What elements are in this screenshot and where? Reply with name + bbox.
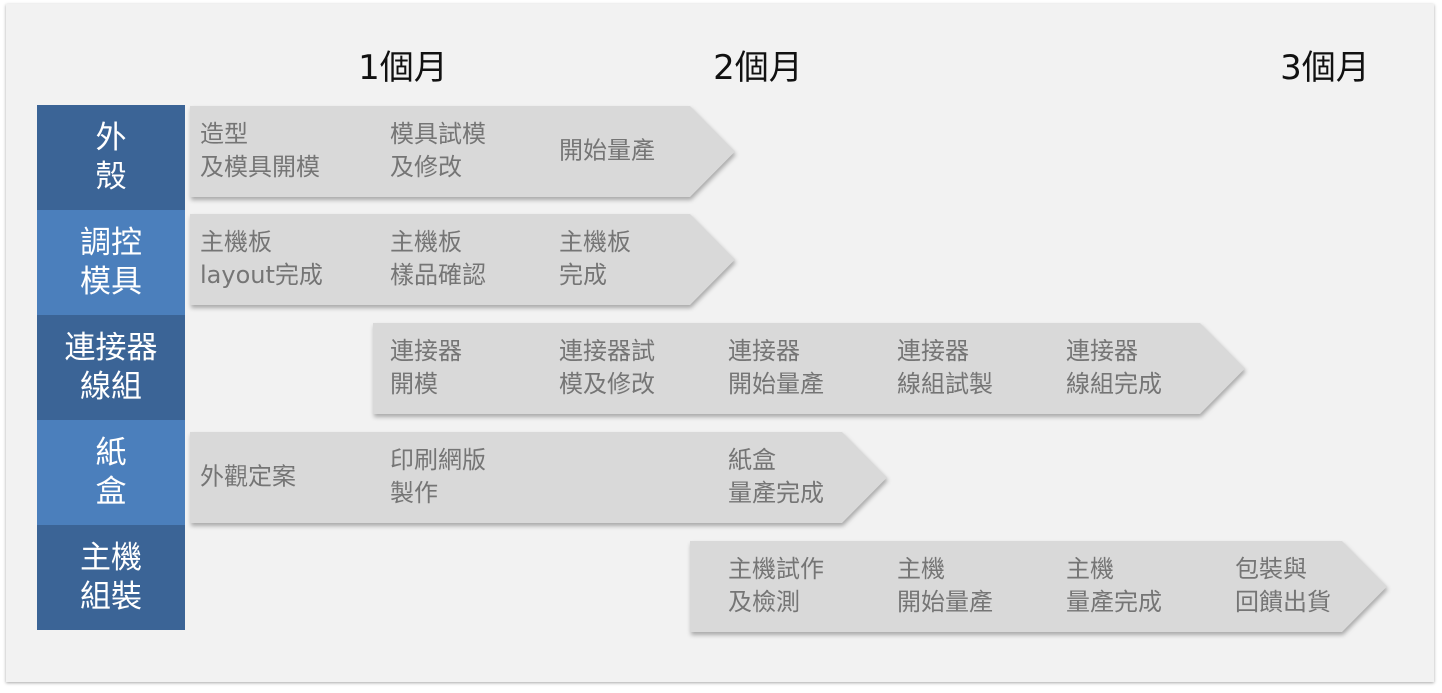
task-line: 開始量產 bbox=[897, 588, 993, 616]
task-line: 連接器試 bbox=[559, 337, 655, 365]
task-line: 包裝與 bbox=[1235, 555, 1307, 583]
task-milestone: 主機板 layout完成 bbox=[200, 226, 323, 292]
task-line: 量產完成 bbox=[728, 479, 824, 507]
row-label-line: 主機 bbox=[80, 539, 142, 576]
task-line: 主機板 bbox=[200, 228, 272, 256]
task-line: 及修改 bbox=[390, 153, 462, 181]
task-line: 連接器 bbox=[728, 337, 800, 365]
row-label: 連接器線組 bbox=[37, 315, 185, 420]
row-label-line: 線組 bbox=[80, 368, 142, 405]
arrow-shape bbox=[373, 323, 1245, 414]
task-milestone: 開始量產 bbox=[559, 135, 655, 168]
task-milestone: 包裝與回饋出貨 bbox=[1235, 553, 1331, 619]
row-label: 主機組裝 bbox=[37, 525, 185, 630]
row-label-line: 殼 bbox=[95, 158, 127, 195]
task-milestone: 連接器試模及修改 bbox=[559, 335, 655, 401]
arrow-shape bbox=[190, 432, 887, 523]
task-milestone: 主機板樣品確認 bbox=[390, 226, 486, 292]
row-label-line: 調控 bbox=[80, 224, 142, 261]
task-milestone: 印刷網版製作 bbox=[390, 444, 486, 510]
task-milestone: 連接器開始量產 bbox=[728, 335, 824, 401]
timeline-arrow bbox=[190, 432, 887, 523]
task-line: 連接器 bbox=[390, 337, 462, 365]
task-line: 連接器 bbox=[1066, 337, 1138, 365]
task-line: 及檢測 bbox=[728, 588, 800, 616]
row-label-line: 紙 bbox=[95, 434, 127, 471]
task-line: 及模具開模 bbox=[200, 153, 320, 181]
task-line: 回饋出貨 bbox=[1235, 588, 1331, 616]
task-line: 樣品確認 bbox=[390, 261, 486, 289]
task-line: 外觀定案 bbox=[200, 462, 296, 491]
task-milestone: 連接器開模 bbox=[390, 335, 462, 401]
task-milestone: 主機試作及檢測 bbox=[728, 553, 824, 619]
row-label-line: 模具 bbox=[80, 263, 142, 300]
task-line: 主機板 bbox=[559, 228, 631, 256]
task-milestone: 外觀定案 bbox=[200, 461, 296, 494]
task-line: 主機 bbox=[1066, 555, 1114, 583]
task-line: 紙盒 bbox=[728, 446, 776, 474]
task-line: 主機板 bbox=[390, 228, 462, 256]
month-2-header: 2個月 bbox=[713, 48, 803, 88]
timeline-arrow bbox=[190, 106, 735, 197]
task-milestone: 主機開始量產 bbox=[897, 553, 993, 619]
task-line: 主機 bbox=[897, 555, 945, 583]
task-milestone: 連接器線組試製 bbox=[897, 335, 993, 401]
row-label-line: 盒 bbox=[95, 473, 127, 510]
task-milestone: 主機量產完成 bbox=[1066, 553, 1162, 619]
row-label-line: 連接器 bbox=[64, 329, 158, 366]
row-label: 調控模具 bbox=[37, 210, 185, 315]
row-label: 紙盒 bbox=[37, 420, 185, 525]
task-line: 量產完成 bbox=[1066, 588, 1162, 616]
task-milestone: 主機板完成 bbox=[559, 226, 631, 292]
task-milestone: 造型及模具開模 bbox=[200, 118, 320, 184]
task-line: 印刷網版 bbox=[390, 446, 486, 474]
task-line: 主機試作 bbox=[728, 555, 824, 583]
timeline-arrow bbox=[190, 214, 735, 305]
arrow-shape bbox=[690, 541, 1387, 632]
timeline-arrow bbox=[690, 541, 1387, 632]
task-line: 製作 bbox=[390, 479, 438, 507]
month-3-header: 3個月 bbox=[1280, 48, 1370, 88]
task-line: 模及修改 bbox=[559, 370, 655, 398]
task-line: 完成 bbox=[559, 261, 607, 289]
task-line: 開始量產 bbox=[559, 136, 655, 165]
row-label-line: 組裝 bbox=[80, 578, 142, 615]
arrow-shape bbox=[190, 214, 735, 305]
arrow-shape bbox=[190, 106, 735, 197]
task-line: 造型 bbox=[200, 120, 248, 148]
task-line: 模具試模 bbox=[390, 120, 486, 148]
task-line: 線組完成 bbox=[1066, 370, 1162, 398]
task-milestone: 模具試模及修改 bbox=[390, 118, 486, 184]
timeline-arrow bbox=[373, 323, 1245, 414]
row-label-line: 外 bbox=[95, 119, 127, 156]
task-line: 開始量產 bbox=[728, 370, 824, 398]
task-line: 開模 bbox=[390, 370, 438, 398]
task-line: layout完成 bbox=[200, 261, 323, 289]
task-milestone: 連接器線組完成 bbox=[1066, 335, 1162, 401]
month-1-header: 1個月 bbox=[358, 48, 448, 88]
row-label: 外殼 bbox=[37, 105, 185, 210]
task-milestone: 紙盒量產完成 bbox=[728, 444, 824, 510]
task-line: 線組試製 bbox=[897, 370, 993, 398]
task-line: 連接器 bbox=[897, 337, 969, 365]
